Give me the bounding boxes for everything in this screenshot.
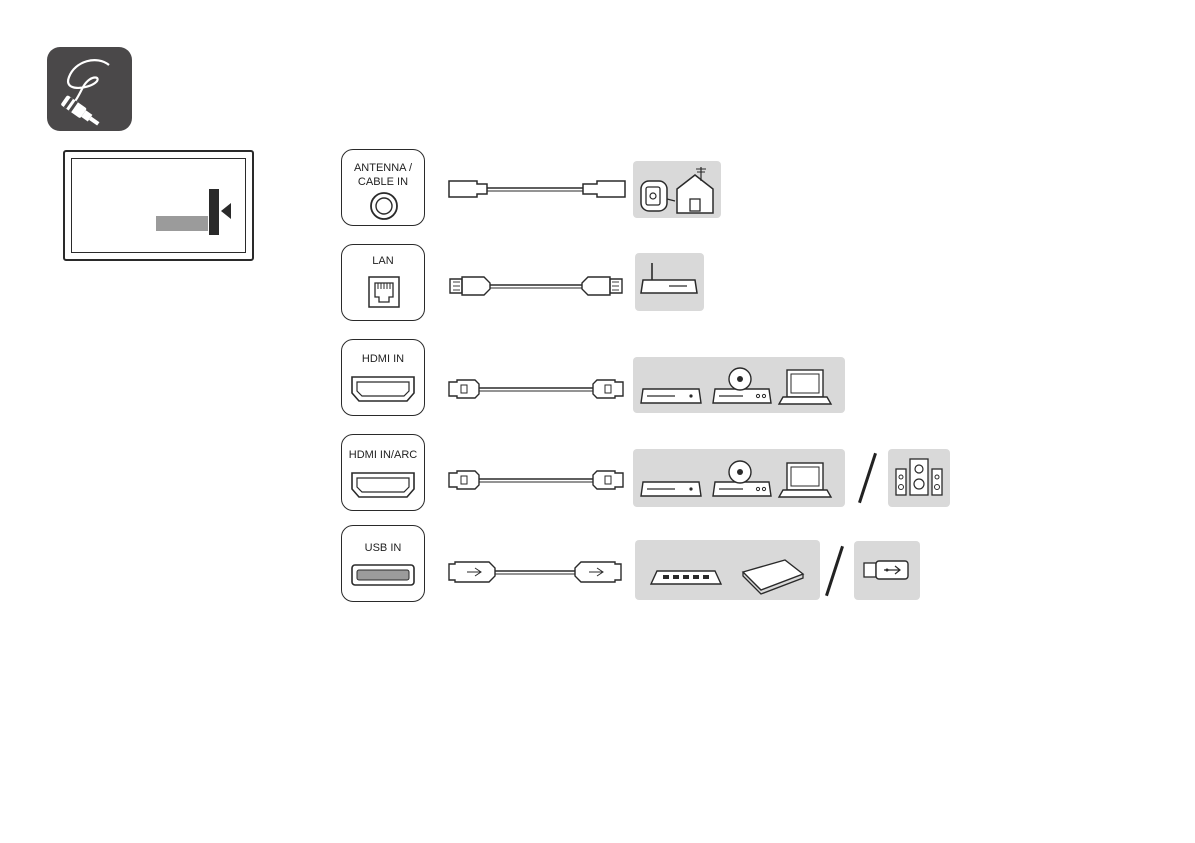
usb-devices	[635, 540, 820, 600]
port-usb-in: USB IN	[341, 525, 425, 602]
usb-stick-icon	[854, 541, 920, 600]
port-label: LAN	[342, 254, 424, 268]
speakers-icon	[888, 449, 950, 507]
port-hdmi-arc: HDMI IN/ARC	[341, 434, 425, 511]
usb-cable-icon	[449, 560, 621, 584]
port-label: HDMI IN	[342, 352, 424, 366]
coaxial-port-icon	[369, 191, 399, 221]
device-panel-hdmi	[633, 357, 845, 413]
device-panel-speakers	[888, 449, 950, 507]
port-lan: LAN	[341, 244, 425, 321]
port-hdmi-in: HDMI IN	[341, 339, 425, 416]
tv-connector-area	[156, 216, 208, 231]
or-separator	[858, 453, 877, 503]
device-panel-usb	[635, 540, 820, 600]
hdmi-cable-icon	[449, 378, 623, 400]
laptop-icon	[779, 370, 831, 404]
ethernet-cable-icon	[450, 276, 622, 296]
port-label: HDMI IN/ARC	[342, 448, 424, 462]
tv-port-strip	[209, 189, 219, 235]
dvd-player-icon	[713, 368, 771, 403]
router-icon	[635, 253, 704, 311]
cable-connection-icon	[47, 47, 132, 131]
laptop-icon	[779, 463, 831, 497]
hdmi-cable-icon	[449, 469, 623, 491]
device-panel-usb-stick	[854, 541, 920, 600]
source-devices	[633, 449, 845, 507]
usb-port-icon	[351, 564, 415, 586]
port-label: USB IN	[342, 541, 424, 555]
usb-hub-icon	[651, 571, 721, 584]
hdmi-port-icon	[351, 376, 415, 402]
port-antenna: ANTENNA / CABLE IN	[341, 149, 425, 226]
hdmi-arc-port-icon	[351, 472, 415, 498]
or-separator	[825, 546, 844, 596]
set-top-box-icon	[641, 482, 701, 496]
ethernet-port-icon	[367, 275, 401, 309]
dvd-player-icon	[713, 461, 771, 496]
external-drive-icon	[743, 560, 803, 594]
coaxial-cable-icon	[449, 179, 625, 199]
pointer-arrow-icon	[221, 203, 233, 219]
device-panel-lan	[635, 253, 704, 311]
source-devices	[633, 357, 845, 413]
device-panel-antenna	[633, 161, 721, 218]
antenna-house-icon	[633, 161, 721, 218]
set-top-box-icon	[641, 389, 701, 403]
device-panel-hdmi-arc	[633, 449, 845, 507]
port-label: ANTENNA / CABLE IN	[342, 161, 424, 189]
